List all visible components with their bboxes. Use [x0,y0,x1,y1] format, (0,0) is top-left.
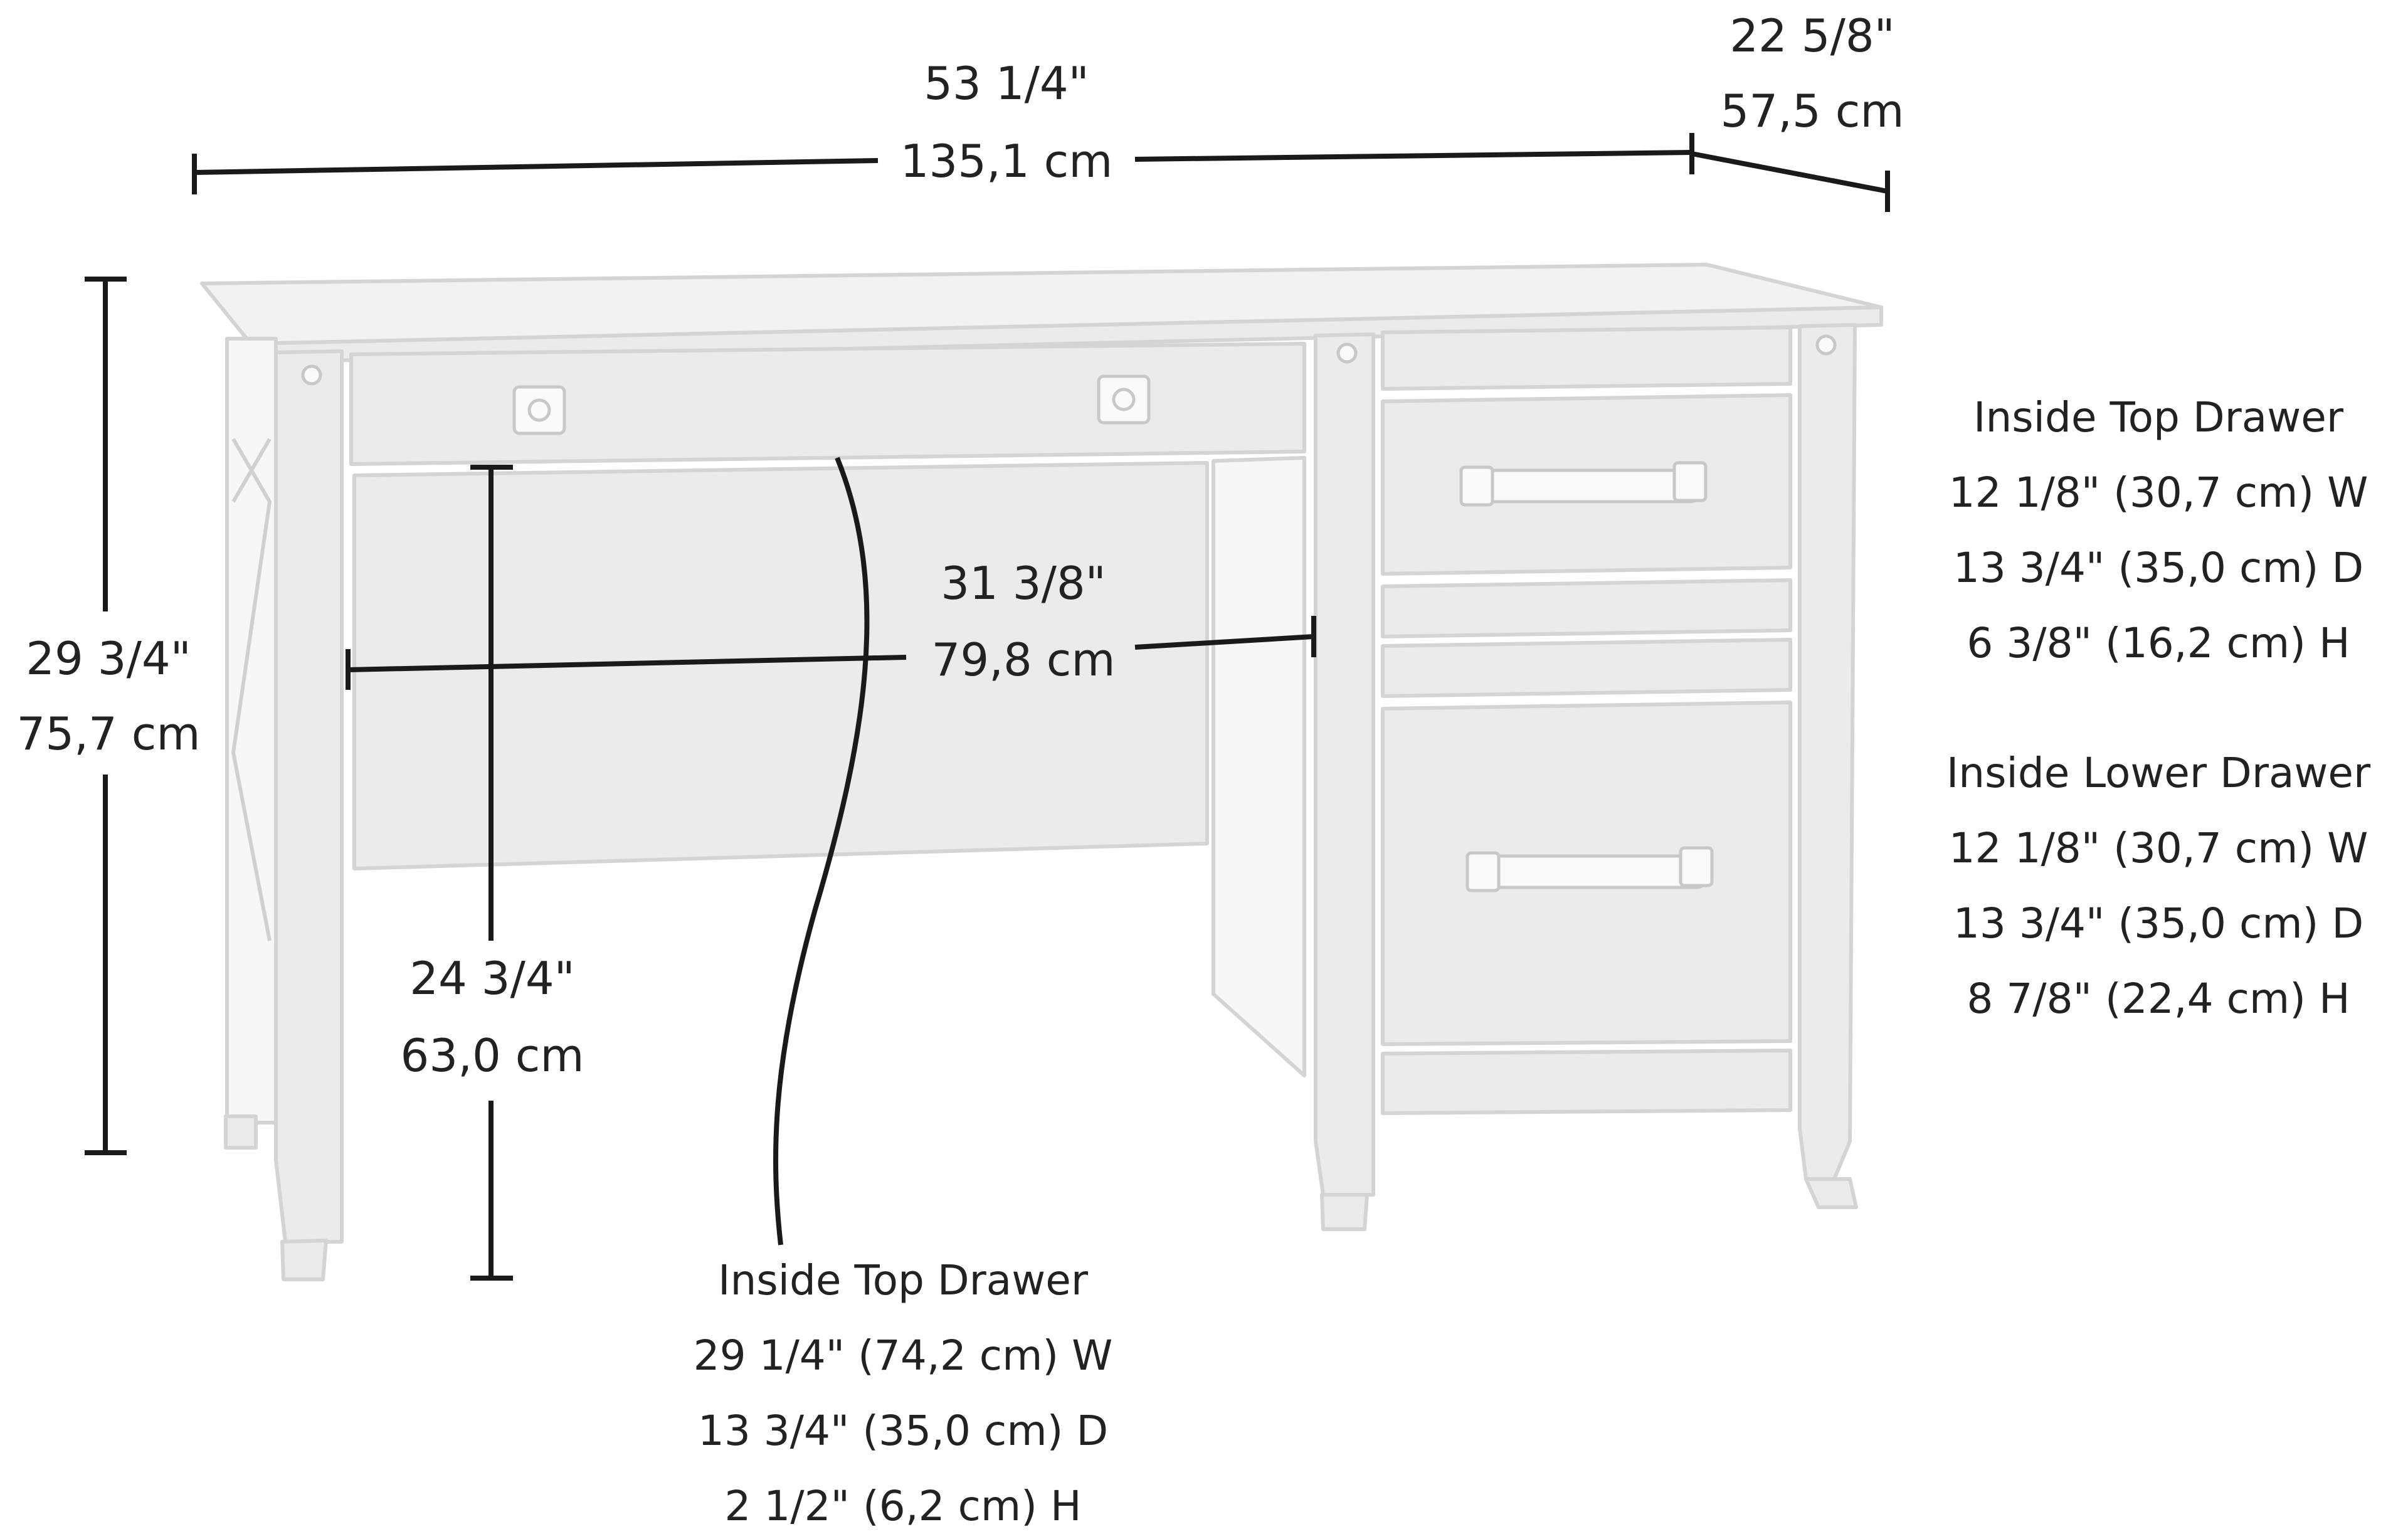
center-drawer-depth: 13 3/4" (35,0 cm) D [698,1407,1108,1455]
right-top-drawer-spec: Inside Top Drawer 12 1/8" (30,7 cm) W 13… [1949,393,2368,667]
knee-width-line-right [1134,634,1314,650]
dimension-lines [85,133,1890,1281]
right-lower-drawer-title: Inside Lower Drawer [1946,749,2371,797]
knee-height-cm: 63,0 cm [401,1029,584,1082]
modesty-panel [352,461,1209,870]
center-drawer-width: 29 1/4" (74,2 cm) W [694,1331,1113,1380]
overall-height-inches: 29 3/4" [26,632,191,685]
center-drawer-knob-left-bolt [527,398,551,422]
center-drawer-spec: Inside Top Drawer 29 1/4" (74,2 cm) W 13… [694,1256,1113,1530]
top-drawer-handle-left-plate [1459,465,1494,507]
pedestal-base-rail [1381,1049,1792,1115]
left-front-foot [280,1239,328,1281]
overall-depth-cm: 57,5 cm [1721,85,1904,137]
left-leg-bolt [301,364,322,386]
top-drawer-handle-right-plate [1672,461,1708,502]
lower-drawer-handle [1469,854,1711,889]
left-side-panel [225,337,278,1124]
pedestal-middle-rail-lower [1381,638,1792,698]
left-back-foot [224,1114,258,1150]
center-drawer-leader-line [773,457,870,1246]
center-drawer-knob-right-bolt [1112,388,1136,411]
dimension-labels: 53 1/4" 135,1 cm 22 5/8" 57,5 cm 29 3/4"… [17,9,1904,1082]
pedestal-right-foot [1804,1177,1858,1209]
overall-height-cm: 75,7 cm [17,707,201,760]
center-drawer-title: Inside Top Drawer [718,1256,1089,1304]
knee-height-inches: 24 3/4" [409,952,575,1005]
right-lower-drawer-width: 12 1/8" (30,7 cm) W [1949,824,2368,872]
left-side-x-brace [231,438,272,941]
right-top-drawer-title: Inside Top Drawer [1973,393,2344,442]
center-drawer-height: 2 1/2" (6,2 cm) H [724,1482,1081,1530]
knee-width-line-left [347,655,907,672]
right-lower-drawer-spec: Inside Lower Drawer 12 1/8" (30,7 cm) W … [1946,749,2371,1023]
pedestal-left-foot [1320,1193,1369,1231]
lower-drawer-handle-right-plate [1679,846,1714,887]
pedestal-left-leg [1314,332,1375,1197]
right-top-drawer-height: 6 3/8" (16,2 cm) H [1967,619,2350,667]
center-drawer-front [349,342,1306,466]
overall-width-cm: 135,1 cm [900,135,1113,188]
desk-illustration [200,263,1883,1281]
top-drawer-handle [1462,468,1704,504]
pedestal-left-leg-bolt [1336,342,1358,364]
pedestal-right-leg-bolt [1815,334,1837,356]
right-top-drawer-depth: 13 3/4" (35,0 cm) D [1953,544,2363,592]
right-lower-drawer-depth: 13 3/4" (35,0 cm) D [1953,899,2363,948]
knee-width-cm: 79,8 cm [932,633,1116,686]
right-lower-drawer-height: 8 7/8" (22,4 cm) H [1967,975,2350,1023]
overall-depth-inches: 22 5/8" [1729,9,1895,62]
overall-width-line-right [1134,150,1692,162]
overall-width-line-left [194,158,879,175]
knee-width-inches: 31 3/8" [941,557,1106,610]
left-front-leg [274,349,344,1244]
pedestal-right-leg [1798,323,1857,1181]
overall-width-inches: 53 1/4" [924,57,1089,110]
pedestal-inner-side [1212,456,1306,1077]
pedestal-middle-rail [1381,578,1792,638]
pedestal-top-rail [1381,325,1792,391]
overall-depth-line [1691,151,1888,194]
right-top-drawer-width: 12 1/8" (30,7 cm) W [1949,468,2368,517]
lower-drawer-handle-left-plate [1465,851,1501,892]
